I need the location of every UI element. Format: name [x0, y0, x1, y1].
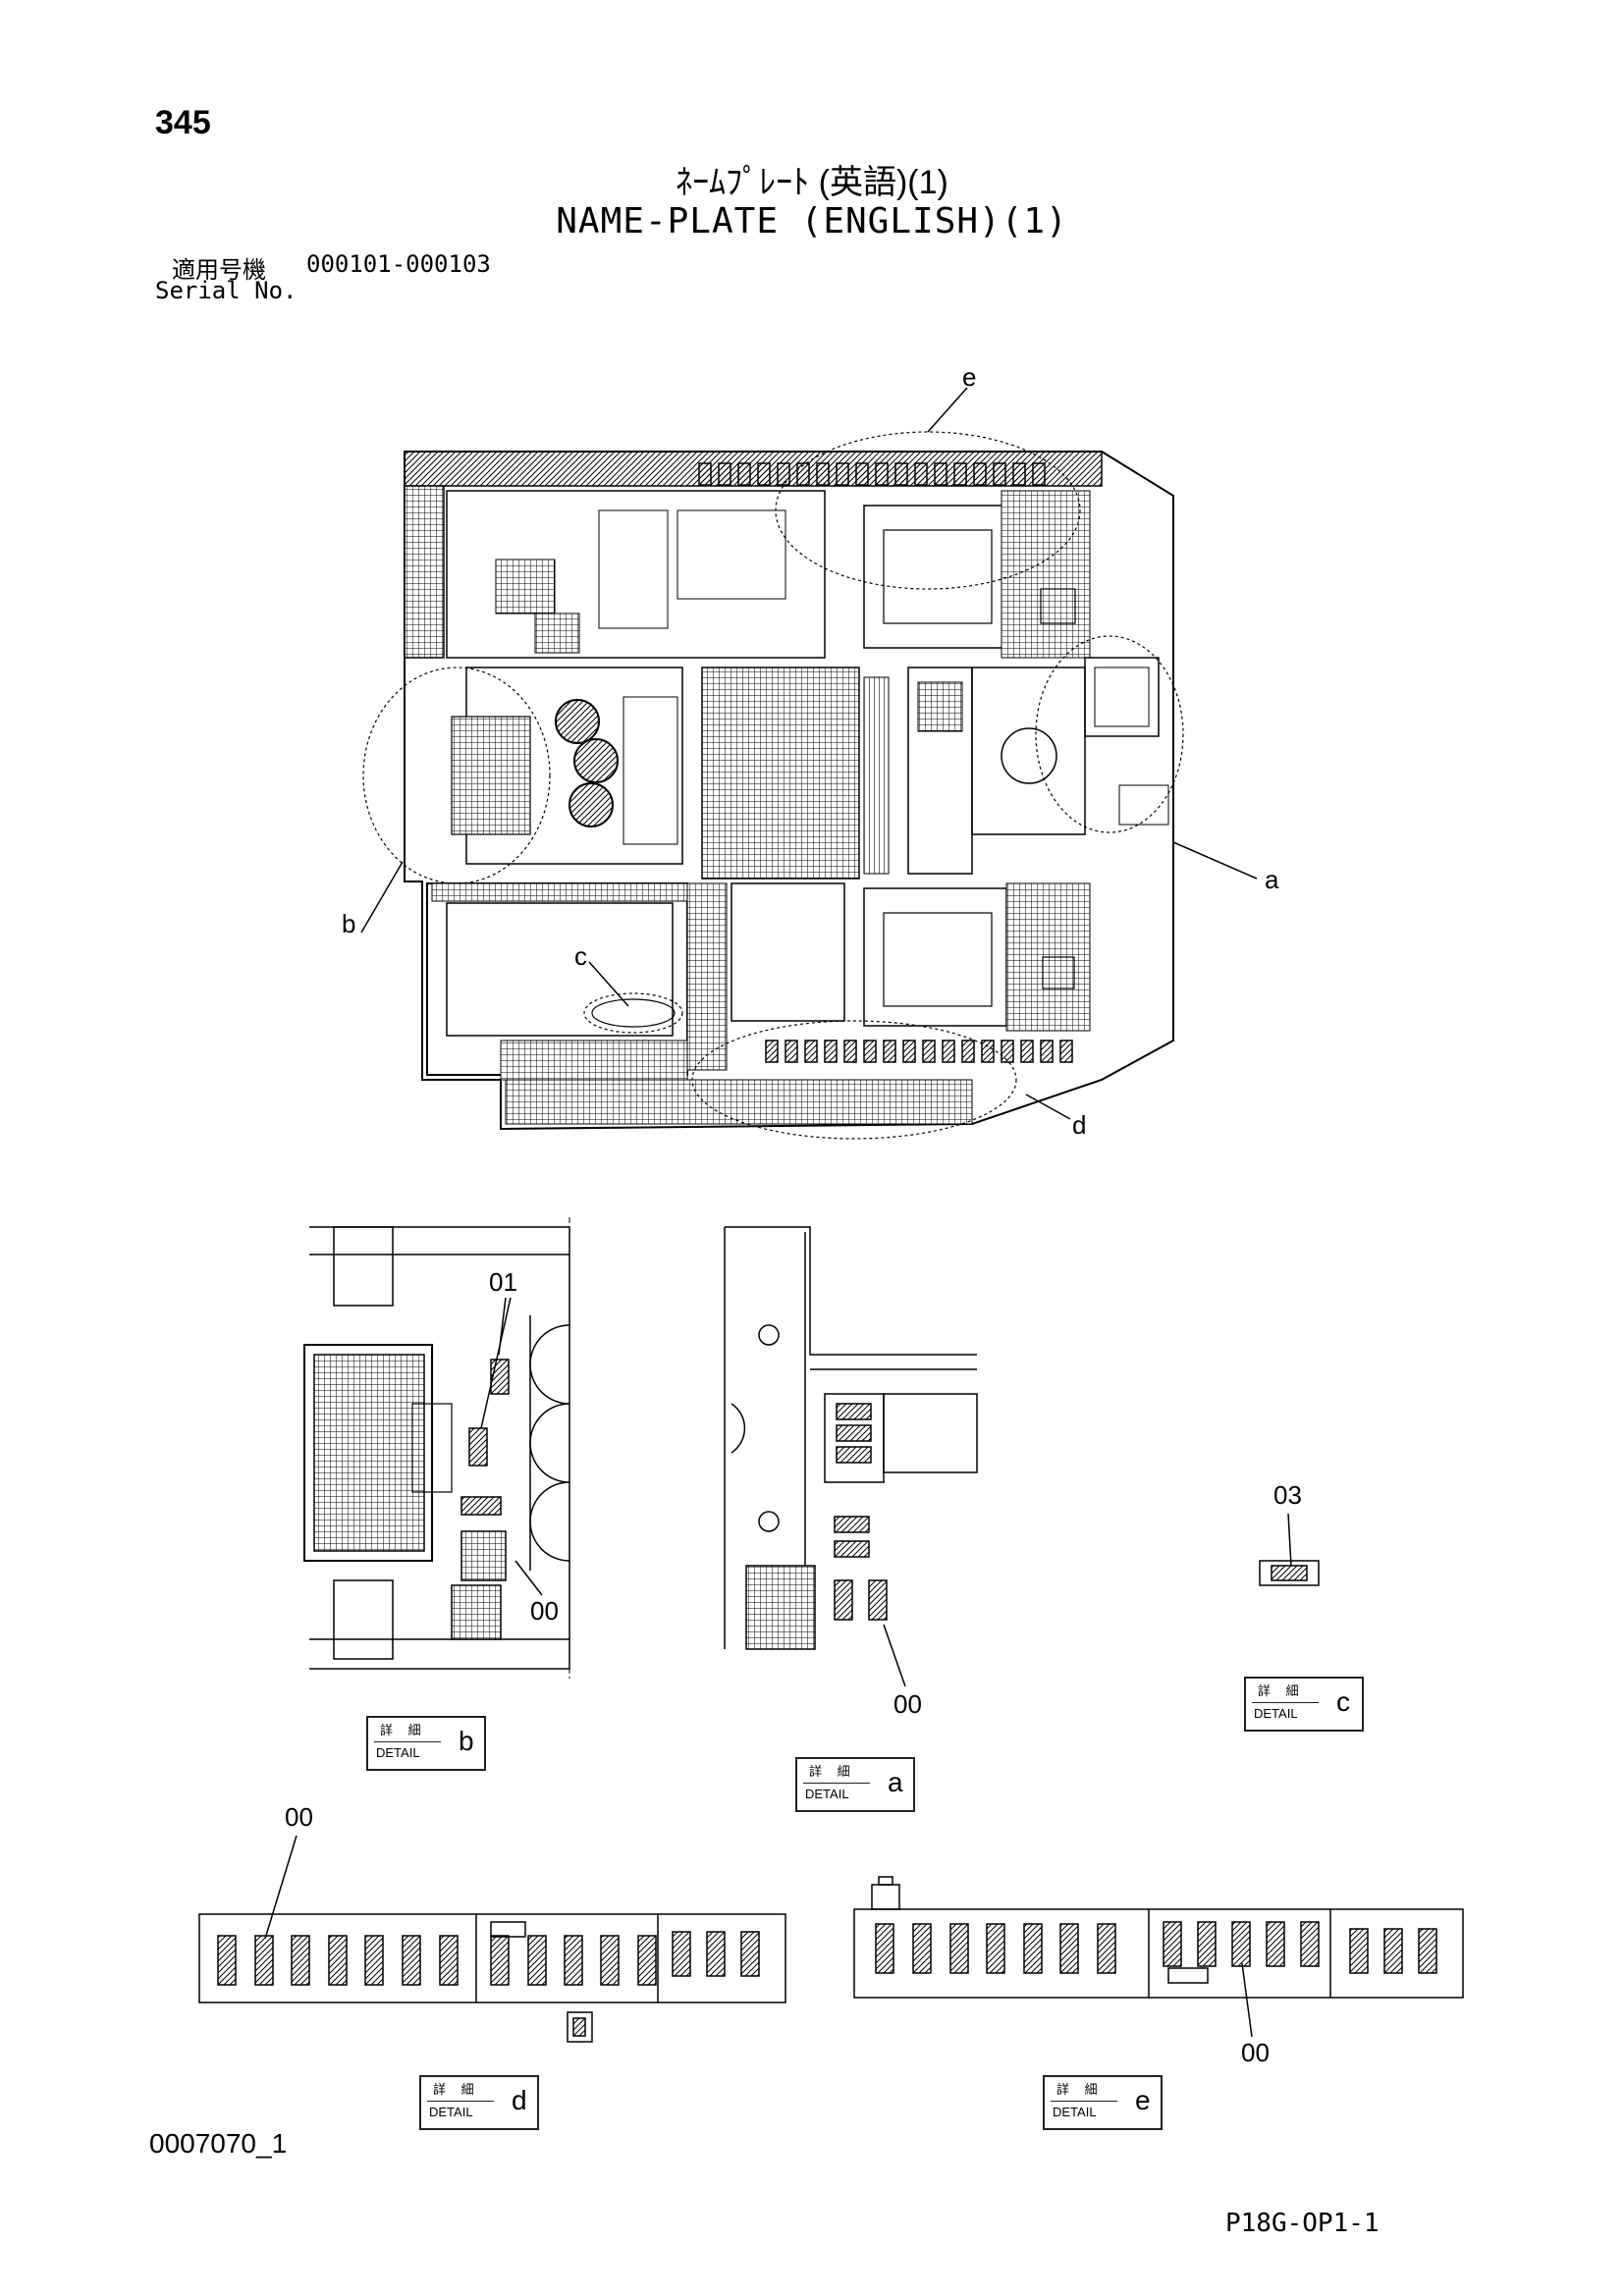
detail-letter: d [512, 2085, 527, 2115]
detail-label-e: 詳 細 DETAIL e [1043, 2075, 1163, 2130]
detail-label-jp: 詳 細 [433, 2082, 480, 2097]
main-top-view [360, 387, 1258, 1140]
callout-c: c [574, 941, 587, 971]
detail-label-jp: 詳 細 [809, 1764, 856, 1779]
detail-c-drawing [1259, 1560, 1320, 1586]
detail-label-en: DETAIL [376, 1745, 420, 1760]
detail-d-part-00: 00 [285, 1802, 313, 1832]
detail-e-part-00: 00 [1241, 2038, 1270, 2067]
page-number: 345 [155, 104, 211, 141]
detail-label-en: DETAIL [429, 2105, 473, 2119]
callout-b: b [342, 909, 355, 938]
detail-letter: a [888, 1767, 903, 1797]
callout-e: e [962, 362, 976, 392]
detail-label-en: DETAIL [1053, 2105, 1097, 2119]
serial-label-japanese: 適用号機 [172, 257, 266, 284]
detail-label-a: 詳 細 DETAIL a [795, 1757, 915, 1812]
drawing-code: 0007070_1 [149, 2128, 288, 2159]
detail-label-en: DETAIL [805, 1787, 849, 1801]
detail-d-drawing [198, 1913, 786, 2043]
page-code: P18G-OP1-1 [1225, 2209, 1380, 2238]
detail-letter: c [1336, 1686, 1350, 1717]
detail-label-b: 詳 細 DETAIL b [366, 1716, 486, 1771]
detail-label-c: 詳 細 DETAIL c [1244, 1677, 1364, 1732]
callout-a: a [1265, 865, 1279, 894]
detail-label-en: DETAIL [1254, 1706, 1298, 1721]
detail-b-drawing [303, 1217, 570, 1679]
detail-c-part-03: 03 [1273, 1480, 1302, 1510]
detail-label-jp: 詳 細 [1056, 2082, 1104, 2097]
detail-e-drawing [853, 1876, 1464, 1999]
title-english: NAME-PLATE (ENGLISH)(1) [556, 201, 1068, 241]
detail-label-jp: 詳 細 [1258, 1683, 1305, 1698]
title-japanese: ﾈｰﾑﾌﾟﾚｰﾄ (英語)(1) [676, 164, 948, 201]
detail-a-part-00: 00 [893, 1689, 922, 1719]
detail-b-part-00: 00 [530, 1596, 559, 1626]
detail-a-drawing [724, 1226, 978, 1650]
serial-range: 000101-000103 [306, 250, 491, 278]
detail-label-d: 詳 細 DETAIL d [419, 2075, 539, 2130]
detail-letter: b [459, 1726, 474, 1756]
detail-b-part-01: 01 [489, 1267, 517, 1297]
detail-letter: e [1135, 2085, 1151, 2115]
callout-d: d [1072, 1110, 1086, 1140]
detail-label-jp: 詳 細 [380, 1723, 427, 1737]
serial-label-english: Serial No. [155, 277, 298, 304]
